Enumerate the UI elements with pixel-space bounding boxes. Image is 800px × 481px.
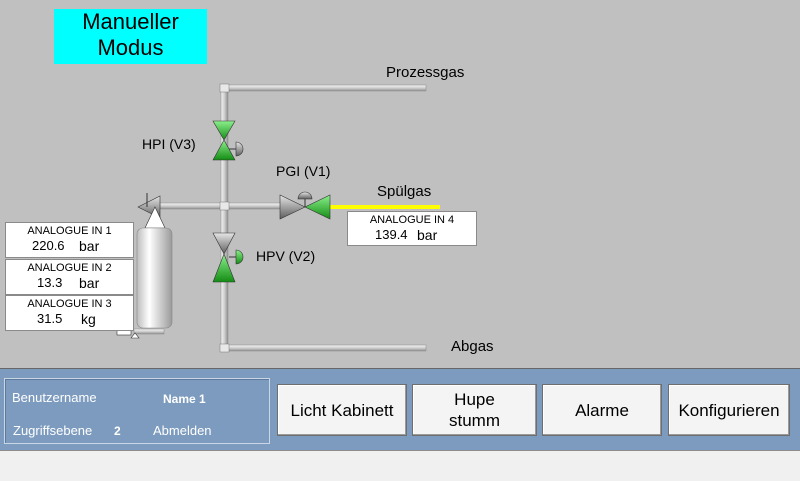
readout-title: ANALOGUE IN 1: [27, 225, 112, 237]
readout-value: 220.6: [32, 238, 65, 253]
username-value: Name 1: [163, 392, 206, 406]
pipe-abgas: [220, 344, 427, 352]
mode-line-2: Modus: [97, 35, 164, 60]
readout-title: ANALOGUE IN 4: [369, 214, 455, 226]
label-pgi-valve: PGI (V1): [276, 163, 331, 179]
valve-hpv-icon: [212, 232, 244, 283]
readout-analogue-in-3: ANALOGUE IN 3 31.5 kg: [5, 295, 134, 331]
licht-kabinett-button[interactable]: Licht Kabinett: [277, 384, 407, 436]
mode-line-1: Manueller: [82, 9, 179, 34]
valve-hpi-icon: [212, 120, 244, 161]
alarme-label: Alarme: [575, 400, 629, 420]
hupe-stumm-line-2: stumm: [449, 411, 500, 430]
control-bar: Benutzername Name 1 Zugriffsebene 2 Abme…: [0, 368, 800, 451]
licht-kabinett-label: Licht Kabinett: [290, 400, 394, 420]
mode-indicator: Manueller Modus: [54, 9, 207, 64]
konfigurieren-button[interactable]: Konfigurieren: [668, 384, 790, 436]
valve-pgi-icon: [279, 191, 331, 220]
readout-analogue-in-1: ANALOGUE IN 1 220.6 bar: [5, 222, 134, 258]
label-hpv-valve: HPV (V2): [256, 248, 316, 264]
hupe-stumm-line-1: Hupe: [454, 390, 495, 409]
pipe-cylinder-link: [133, 328, 165, 335]
alarme-button[interactable]: Alarme: [542, 384, 662, 436]
username-label: Benutzername: [12, 390, 97, 405]
user-panel: Benutzername Name 1 Zugriffsebene 2 Abme…: [4, 378, 270, 444]
gas-piping-diagram: [116, 83, 440, 353]
readout-unit: bar: [79, 275, 100, 291]
access-level-label: Zugriffsebene: [13, 423, 93, 438]
readout-unit: kg: [81, 311, 96, 327]
label-prozessgas: Prozessgas: [386, 64, 465, 81]
readout-value: 31.5: [37, 311, 63, 326]
readout-analogue-in-4: ANALOGUE IN 4 139.4 bar: [347, 211, 477, 246]
gas-cylinder-icon: [116, 227, 173, 339]
access-level-value: 2: [114, 424, 121, 438]
readout-value: 13.3: [37, 275, 63, 290]
hupe-stumm-button[interactable]: Hupe stumm: [412, 384, 537, 436]
readout-analogue-in-2: ANALOGUE IN 2 13.3 bar: [5, 259, 134, 295]
pipe-prozessgas: [220, 84, 427, 92]
readout-value: 139.4: [375, 227, 408, 242]
label-hpi-valve: HPI (V3): [142, 136, 196, 152]
logout-link[interactable]: Abmelden: [153, 423, 212, 438]
readout-unit: bar: [79, 238, 100, 254]
hupe-stumm-label: Hupe stumm: [449, 389, 500, 431]
cylinder-valve-icon: [137, 193, 166, 229]
label-abgas: Abgas: [451, 338, 494, 355]
readout-title: ANALOGUE IN 2: [27, 262, 112, 274]
label-spuelgas: Spülgas: [377, 183, 432, 200]
pipe-spuelgas: [330, 205, 440, 209]
status-footer: [0, 450, 800, 481]
readout-unit: bar: [417, 227, 438, 243]
konfigurieren-label: Konfigurieren: [678, 400, 780, 420]
readout-title: ANALOGUE IN 3: [27, 298, 112, 310]
